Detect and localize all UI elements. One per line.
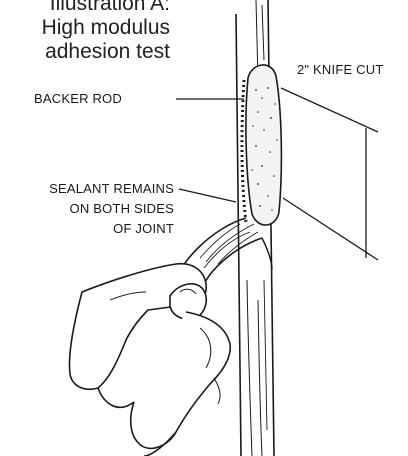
backer-rod-label: BACKER ROD xyxy=(34,89,122,109)
figure-title-line-2: High modulus xyxy=(42,17,170,39)
sealant-label-line-2: ON BOTH SIDES xyxy=(70,199,174,219)
knife-cut-label: 2" KNIFE CUT xyxy=(297,60,383,80)
hand xyxy=(70,264,231,456)
figure-title-line-1: Illustration A: xyxy=(50,0,170,15)
figure-title-line-3: adhesion test xyxy=(45,41,170,63)
backer-rod xyxy=(242,65,281,225)
sealant-label-line-1: SEALANT REMAINS xyxy=(49,179,174,199)
leader-lines xyxy=(176,99,244,202)
sealant-label-line-3: OF JOINT xyxy=(113,219,174,239)
sealant-leader xyxy=(179,189,236,202)
knife-cut-dimension xyxy=(281,88,378,260)
